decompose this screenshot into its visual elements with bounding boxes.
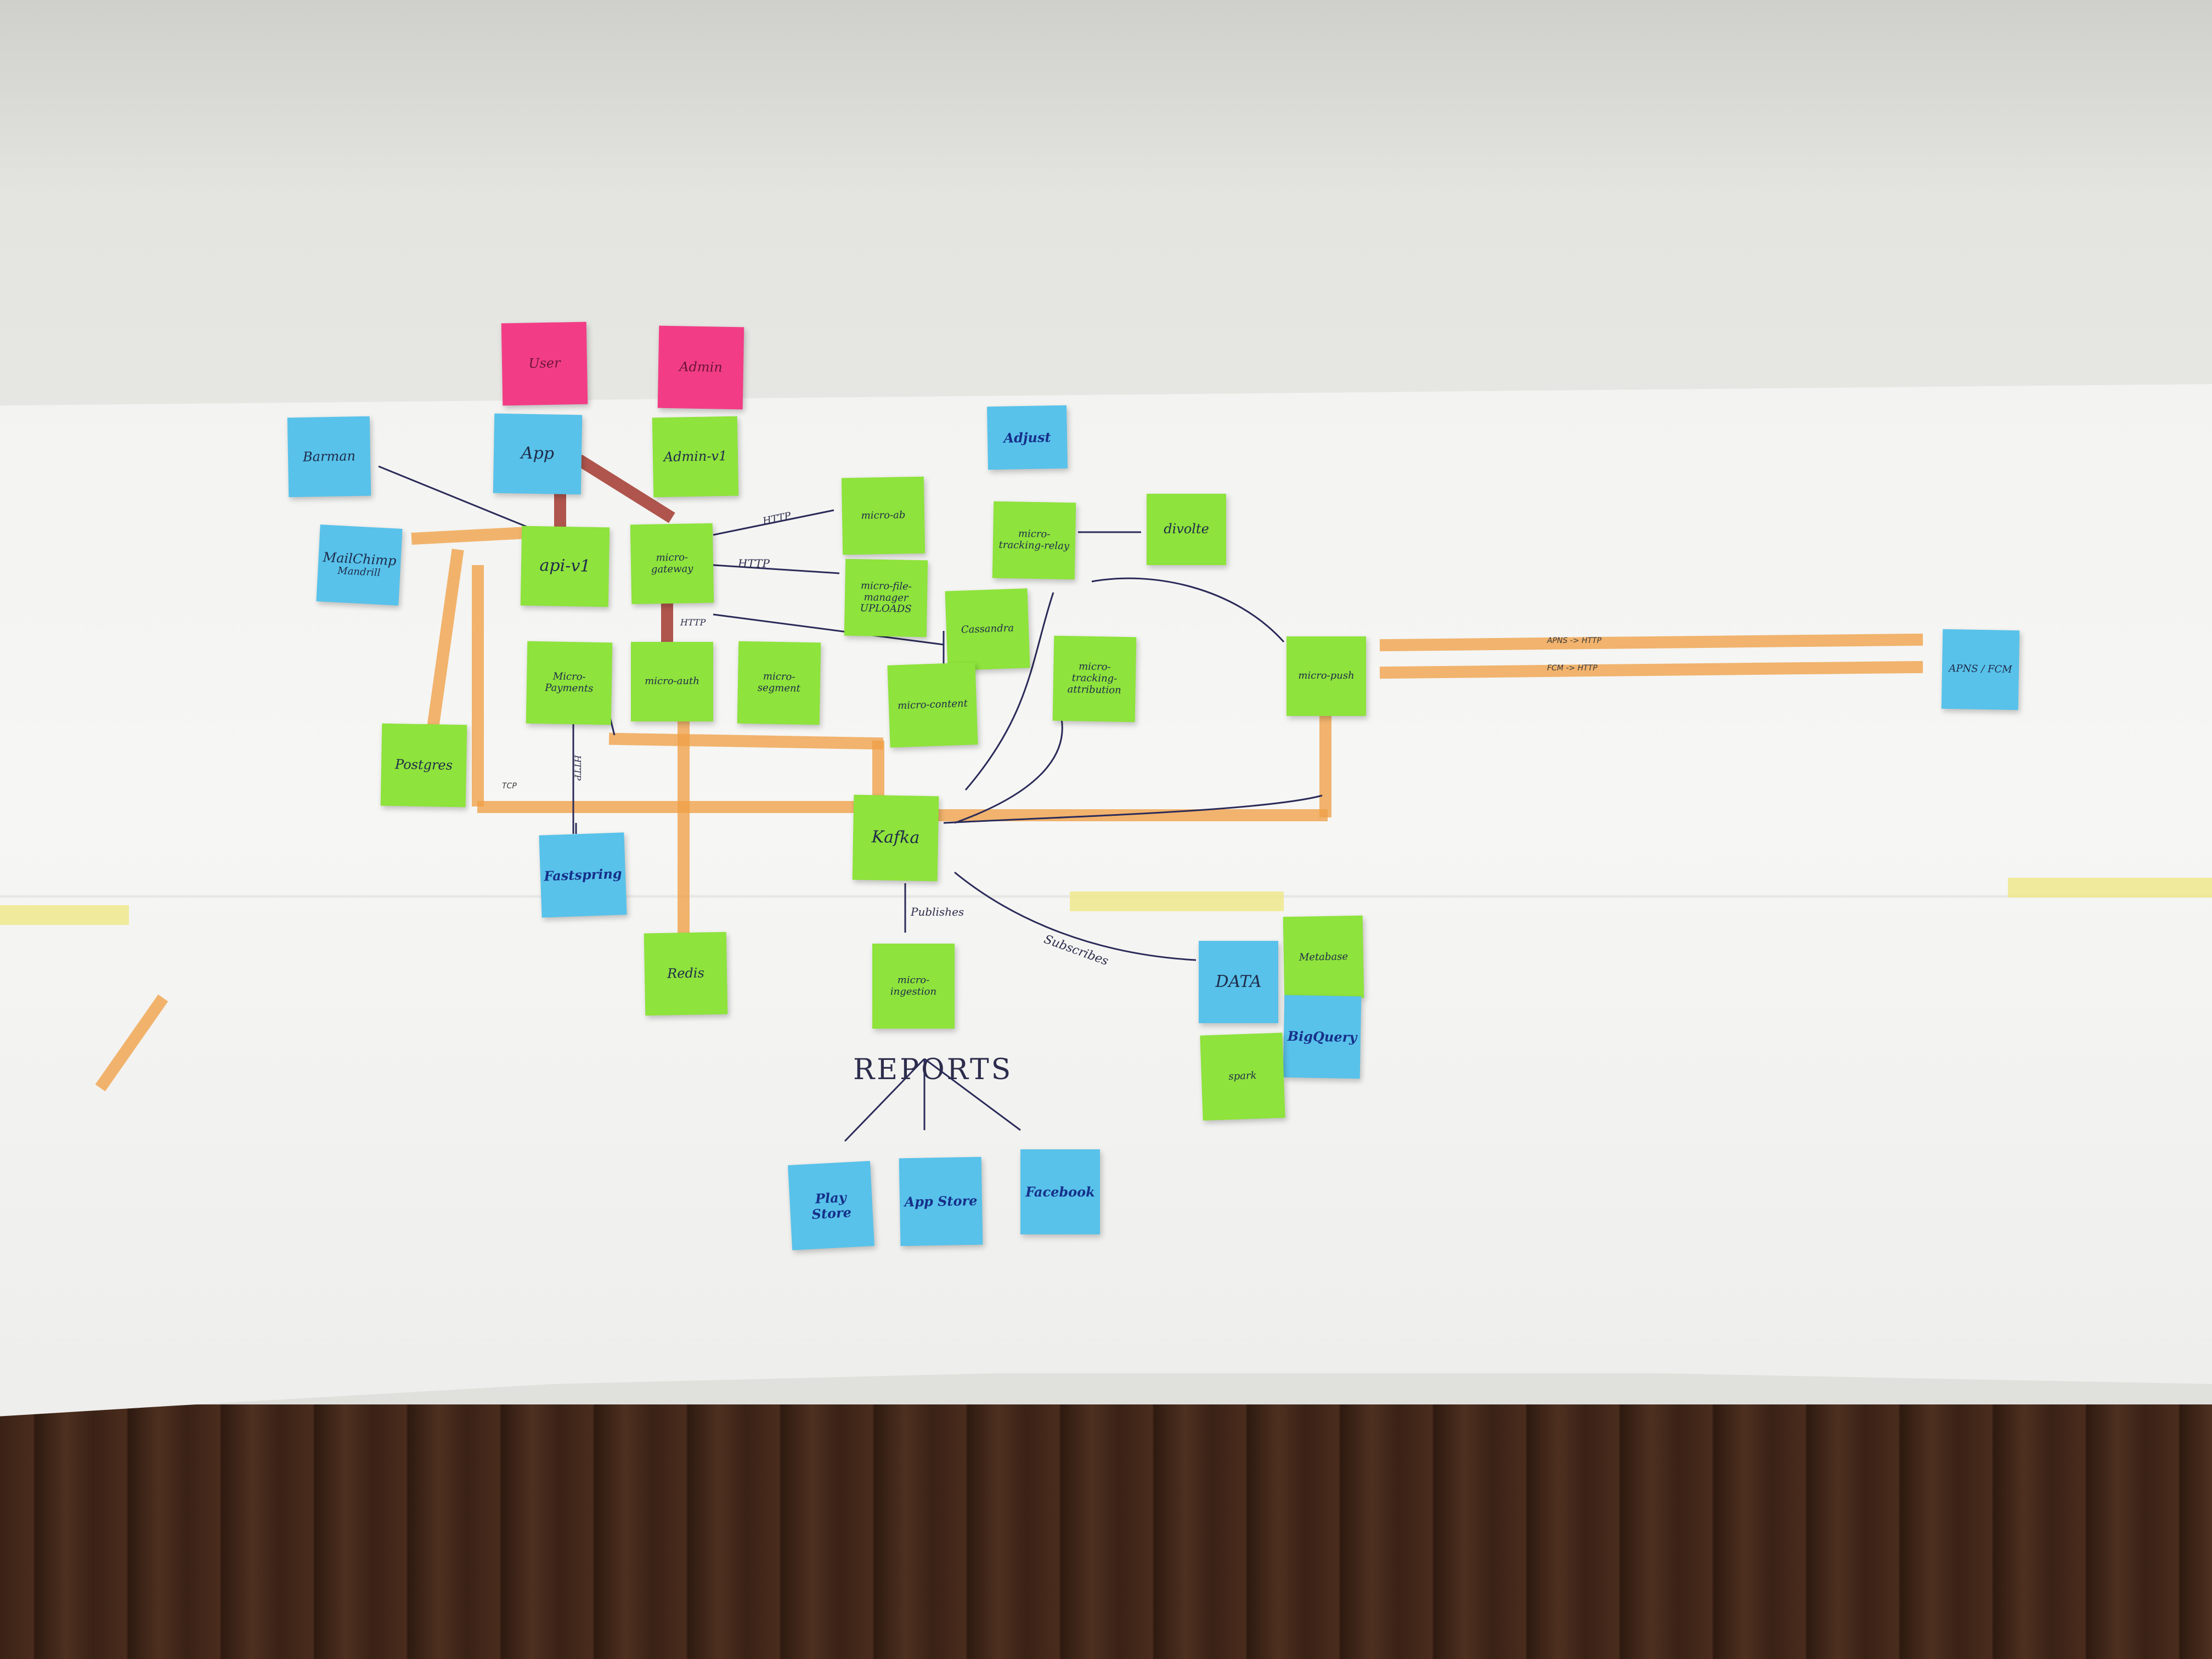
masking-tape-left bbox=[0, 905, 129, 925]
note-adjust[interactable]: Adjust bbox=[987, 405, 1068, 470]
annotation-reports: REPORTS bbox=[853, 1053, 1013, 1086]
note-user[interactable]: User bbox=[501, 321, 588, 406]
note-cassandra-label: Cassandra bbox=[961, 622, 1014, 636]
note-spark[interactable]: spark bbox=[1200, 1032, 1285, 1121]
note-barman[interactable]: Barman bbox=[287, 416, 371, 498]
note-micro-gateway-label: micro-gateway bbox=[651, 551, 693, 575]
note-divolte[interactable]: divolte bbox=[1147, 494, 1226, 565]
tape-gateway-auth bbox=[661, 595, 673, 650]
note-postgres-label: Postgres bbox=[394, 757, 453, 774]
note-mailchimp-sublabel: Mandrill bbox=[337, 565, 381, 579]
note-play-store[interactable]: Play Store bbox=[788, 1161, 874, 1250]
note-apns-fcm[interactable]: APNS / FCM bbox=[1941, 629, 2020, 710]
note-admin-label: Admin bbox=[679, 359, 723, 375]
note-micro-ingestion[interactable]: micro-ingestion bbox=[872, 944, 955, 1029]
note-data-label: DATA bbox=[1215, 972, 1262, 991]
note-micro-ingestion-label: micro-ingestion bbox=[890, 974, 937, 997]
note-app-label: App bbox=[521, 443, 555, 464]
note-micro-push[interactable]: micro-push bbox=[1286, 636, 1366, 716]
note-facebook-label: Facebook bbox=[1025, 1183, 1095, 1200]
note-spark-label: spark bbox=[1228, 1070, 1257, 1083]
note-micro-auth[interactable]: micro-auth bbox=[631, 642, 713, 721]
note-mailchimp[interactable]: MailChimp Mandrill bbox=[316, 524, 403, 606]
annotation-http-3: HTTP bbox=[680, 617, 706, 628]
note-bigquery[interactable]: BigQuery bbox=[1283, 995, 1362, 1079]
note-micro-payments-label: Micro- Payments bbox=[545, 670, 594, 695]
note-micro-tracking-relay-label: micro-tracking-relay bbox=[998, 528, 1070, 552]
wooden-wall-panel bbox=[0, 1404, 2212, 1659]
annotation-fcm-http: FCM -> HTTP bbox=[1547, 664, 1598, 673]
note-api-v1[interactable]: api-v1 bbox=[520, 526, 610, 607]
note-cassandra[interactable]: Cassandra bbox=[945, 588, 1030, 671]
note-barman-label: Barman bbox=[302, 448, 356, 465]
note-micro-payments[interactable]: Micro- Payments bbox=[526, 641, 613, 725]
masking-tape-right bbox=[2008, 878, 2212, 898]
note-micro-ab[interactable]: micro-ab bbox=[841, 476, 926, 555]
note-play-store-label: Play Store bbox=[811, 1189, 852, 1222]
annotation-publishes: Publishes bbox=[911, 905, 964, 918]
note-micro-content-label: micro-content bbox=[897, 697, 968, 712]
note-metabase-label: Metabase bbox=[1299, 950, 1348, 963]
note-fastspring-label: Fastspring bbox=[543, 865, 623, 884]
note-micro-ab-label: micro-ab bbox=[861, 509, 906, 522]
note-user-label: User bbox=[528, 355, 561, 371]
note-postgres[interactable]: Postgres bbox=[380, 723, 467, 808]
note-redis-label: Redis bbox=[667, 965, 705, 981]
note-app[interactable]: App bbox=[493, 413, 583, 495]
note-micro-file-manager-label: micro-file-manager UPLOADS bbox=[860, 580, 912, 616]
note-admin[interactable]: Admin bbox=[657, 325, 744, 410]
note-micro-tracking-attribution-label: micro-tracking-attribution bbox=[1067, 661, 1121, 696]
tape-push-down bbox=[1319, 708, 1331, 817]
tape-left-vertical bbox=[472, 565, 484, 806]
note-micro-segment-label: micro-segment bbox=[757, 670, 800, 695]
masking-tape-middle bbox=[1070, 891, 1284, 911]
note-data[interactable]: DATA bbox=[1199, 941, 1278, 1023]
note-redis[interactable]: Redis bbox=[644, 932, 728, 1016]
note-app-store-label: App Store bbox=[904, 1193, 978, 1210]
note-fastspring[interactable]: Fastspring bbox=[539, 832, 627, 918]
note-micro-tracking-attribution[interactable]: micro-tracking-attribution bbox=[1052, 635, 1137, 723]
annotation-apns-http: APNS -> HTTP bbox=[1547, 636, 1602, 645]
note-facebook[interactable]: Facebook bbox=[1020, 1149, 1100, 1234]
note-bigquery-label: BigQuery bbox=[1287, 1028, 1357, 1046]
note-micro-push-label: micro-push bbox=[1298, 670, 1355, 682]
note-micro-content[interactable]: micro-content bbox=[887, 662, 978, 748]
note-admin-v1[interactable]: Admin-v1 bbox=[652, 416, 739, 498]
note-adjust-label: Adjust bbox=[1003, 428, 1051, 446]
note-apns-fcm-label: APNS / FCM bbox=[1949, 663, 2012, 676]
tape-app-api bbox=[554, 494, 566, 532]
tape-main-horizontal bbox=[477, 801, 872, 813]
annotation-http-2: HTTP bbox=[738, 557, 770, 570]
note-kafka[interactable]: Kafka bbox=[852, 794, 939, 882]
note-metabase[interactable]: Metabase bbox=[1283, 915, 1364, 1000]
note-micro-segment[interactable]: micro-segment bbox=[737, 641, 821, 725]
note-admin-v1-label: Admin-v1 bbox=[663, 448, 727, 465]
note-micro-file-manager[interactable]: micro-file-manager UPLOADS bbox=[844, 558, 928, 637]
annotation-http-4: HTTP bbox=[572, 755, 583, 781]
note-divolte-label: divolte bbox=[1164, 521, 1209, 537]
note-micro-tracking-relay[interactable]: micro-tracking-relay bbox=[992, 501, 1076, 580]
annotation-tcp: TCP bbox=[502, 782, 517, 791]
note-api-v1-label: api-v1 bbox=[539, 556, 591, 577]
tape-kafka-vertical bbox=[872, 741, 884, 812]
tape-redis-vertical bbox=[678, 713, 690, 944]
note-kafka-label: Kafka bbox=[871, 827, 920, 848]
note-micro-auth-label: micro-auth bbox=[645, 675, 699, 687]
note-micro-gateway[interactable]: micro-gateway bbox=[630, 523, 714, 605]
note-app-store[interactable]: App Store bbox=[899, 1156, 983, 1246]
